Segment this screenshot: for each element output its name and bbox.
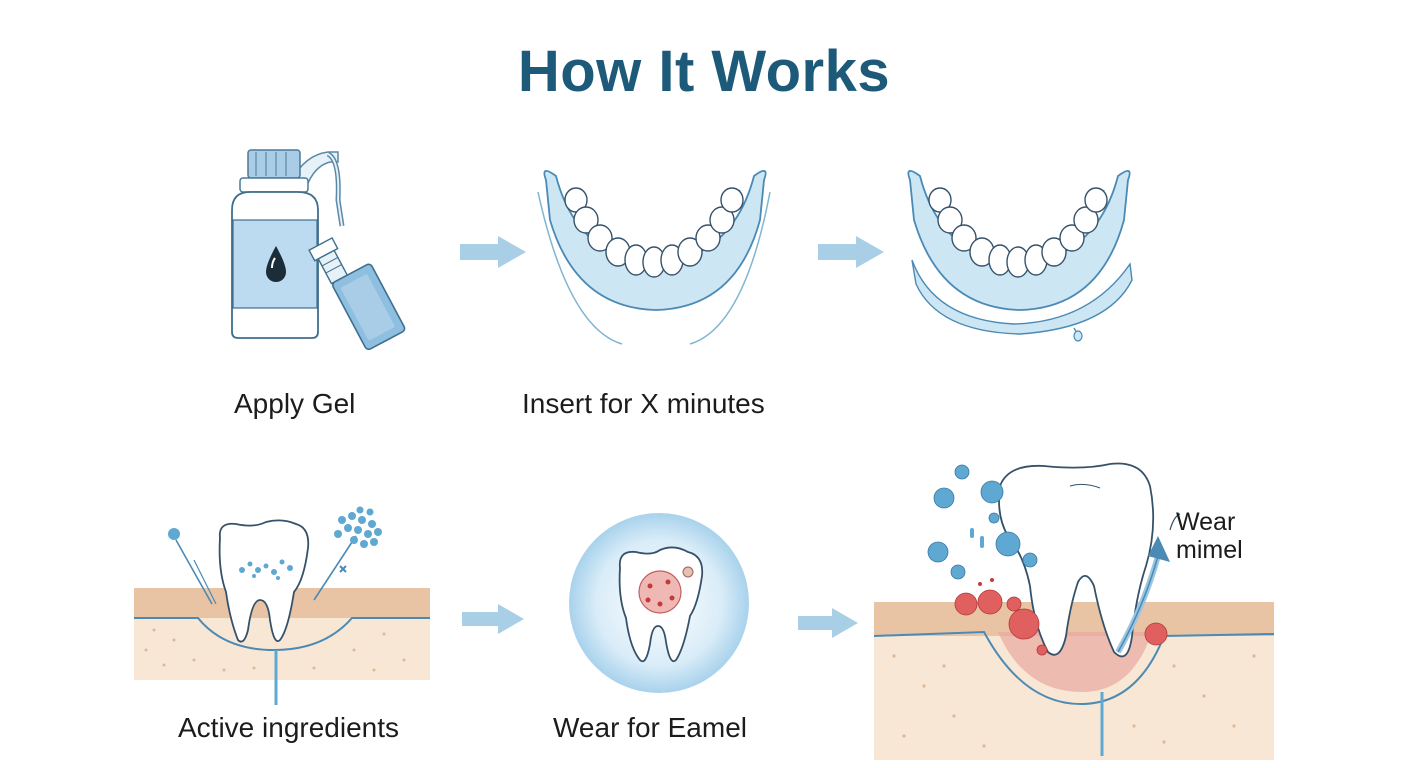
- step-caption-wear-for-eamel: Wear for Eamel: [553, 712, 747, 743]
- annotation-label-line-1: Wear: [1176, 508, 1236, 536]
- tooth-circle-icon: [569, 513, 749, 693]
- tooth-gum-ingredients-icon: [134, 506, 430, 705]
- arrow-icon: [818, 236, 884, 268]
- step-caption-apply-gel: Apply Gel: [234, 388, 356, 419]
- step-caption-insert: Insert for X minutes: [522, 388, 765, 419]
- page-title: How It Works: [517, 39, 891, 104]
- gel-bottle-icon: [231, 149, 406, 351]
- tooth-enamel-repair-icon: [874, 462, 1274, 760]
- dental-tray-icon: [537, 170, 771, 345]
- dental-tray-gel-icon: [907, 170, 1133, 342]
- step-caption-active-ingredients: Active ingredients: [178, 712, 400, 743]
- arrow-icon: [462, 604, 524, 634]
- arrow-icon: [798, 608, 858, 638]
- arrow-icon: [460, 236, 526, 268]
- annotation-label-line-2: mimel: [1176, 536, 1243, 564]
